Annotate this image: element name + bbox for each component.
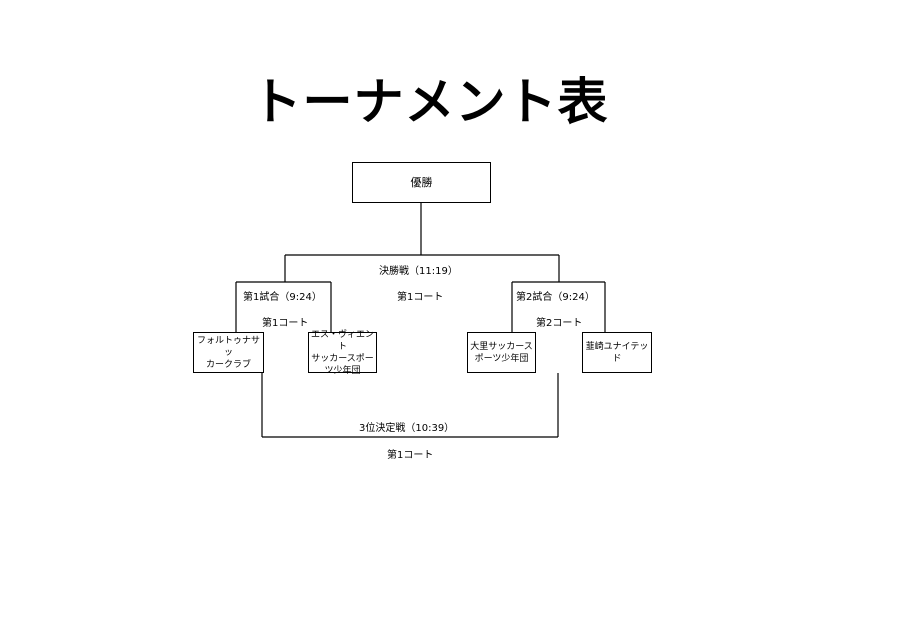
team-name-line: ポーツ少年団 (474, 353, 529, 364)
third-place-court-label: 第1コート (387, 450, 434, 461)
team-name-line: 大里サッカース (470, 341, 533, 352)
champion-box: 優勝 (352, 162, 491, 203)
team-name-line: カークラブ (205, 359, 251, 370)
page-title: トーナメント表 (251, 73, 609, 131)
team-name-line: エス・ヴィエント (310, 329, 374, 352)
final-match-label: 決勝戦（11:19） (379, 266, 458, 277)
final-court-label: 第1コート (397, 292, 444, 303)
champion-label: 優勝 (410, 175, 433, 189)
team-box: エス・ヴィエント サッカースポー ツ少年団 (308, 329, 377, 376)
semi2-court-label: 第2コート (536, 318, 583, 329)
team-name-line: ド (612, 353, 622, 364)
team-name-line: フォルトゥナサッ (196, 335, 260, 358)
semi1-court-label: 第1コート (262, 318, 309, 329)
third-place-match-label: 3位決定戦（10:39） (359, 423, 455, 434)
team-box: フォルトゥナサッ カークラブ (193, 332, 264, 373)
team-box: 大里サッカース ポーツ少年団 (467, 332, 536, 373)
team-name-line: 韮崎ユナイテッ (585, 341, 649, 352)
semi2-match-label: 第2試合（9:24） (516, 292, 595, 303)
team-name-line: ツ少年団 (324, 365, 361, 376)
semi1-match-label: 第1試合（9:24） (243, 292, 322, 303)
team-name-line: サッカースポー (311, 353, 374, 364)
team-box: 韮崎ユナイテッ ド (582, 332, 652, 373)
